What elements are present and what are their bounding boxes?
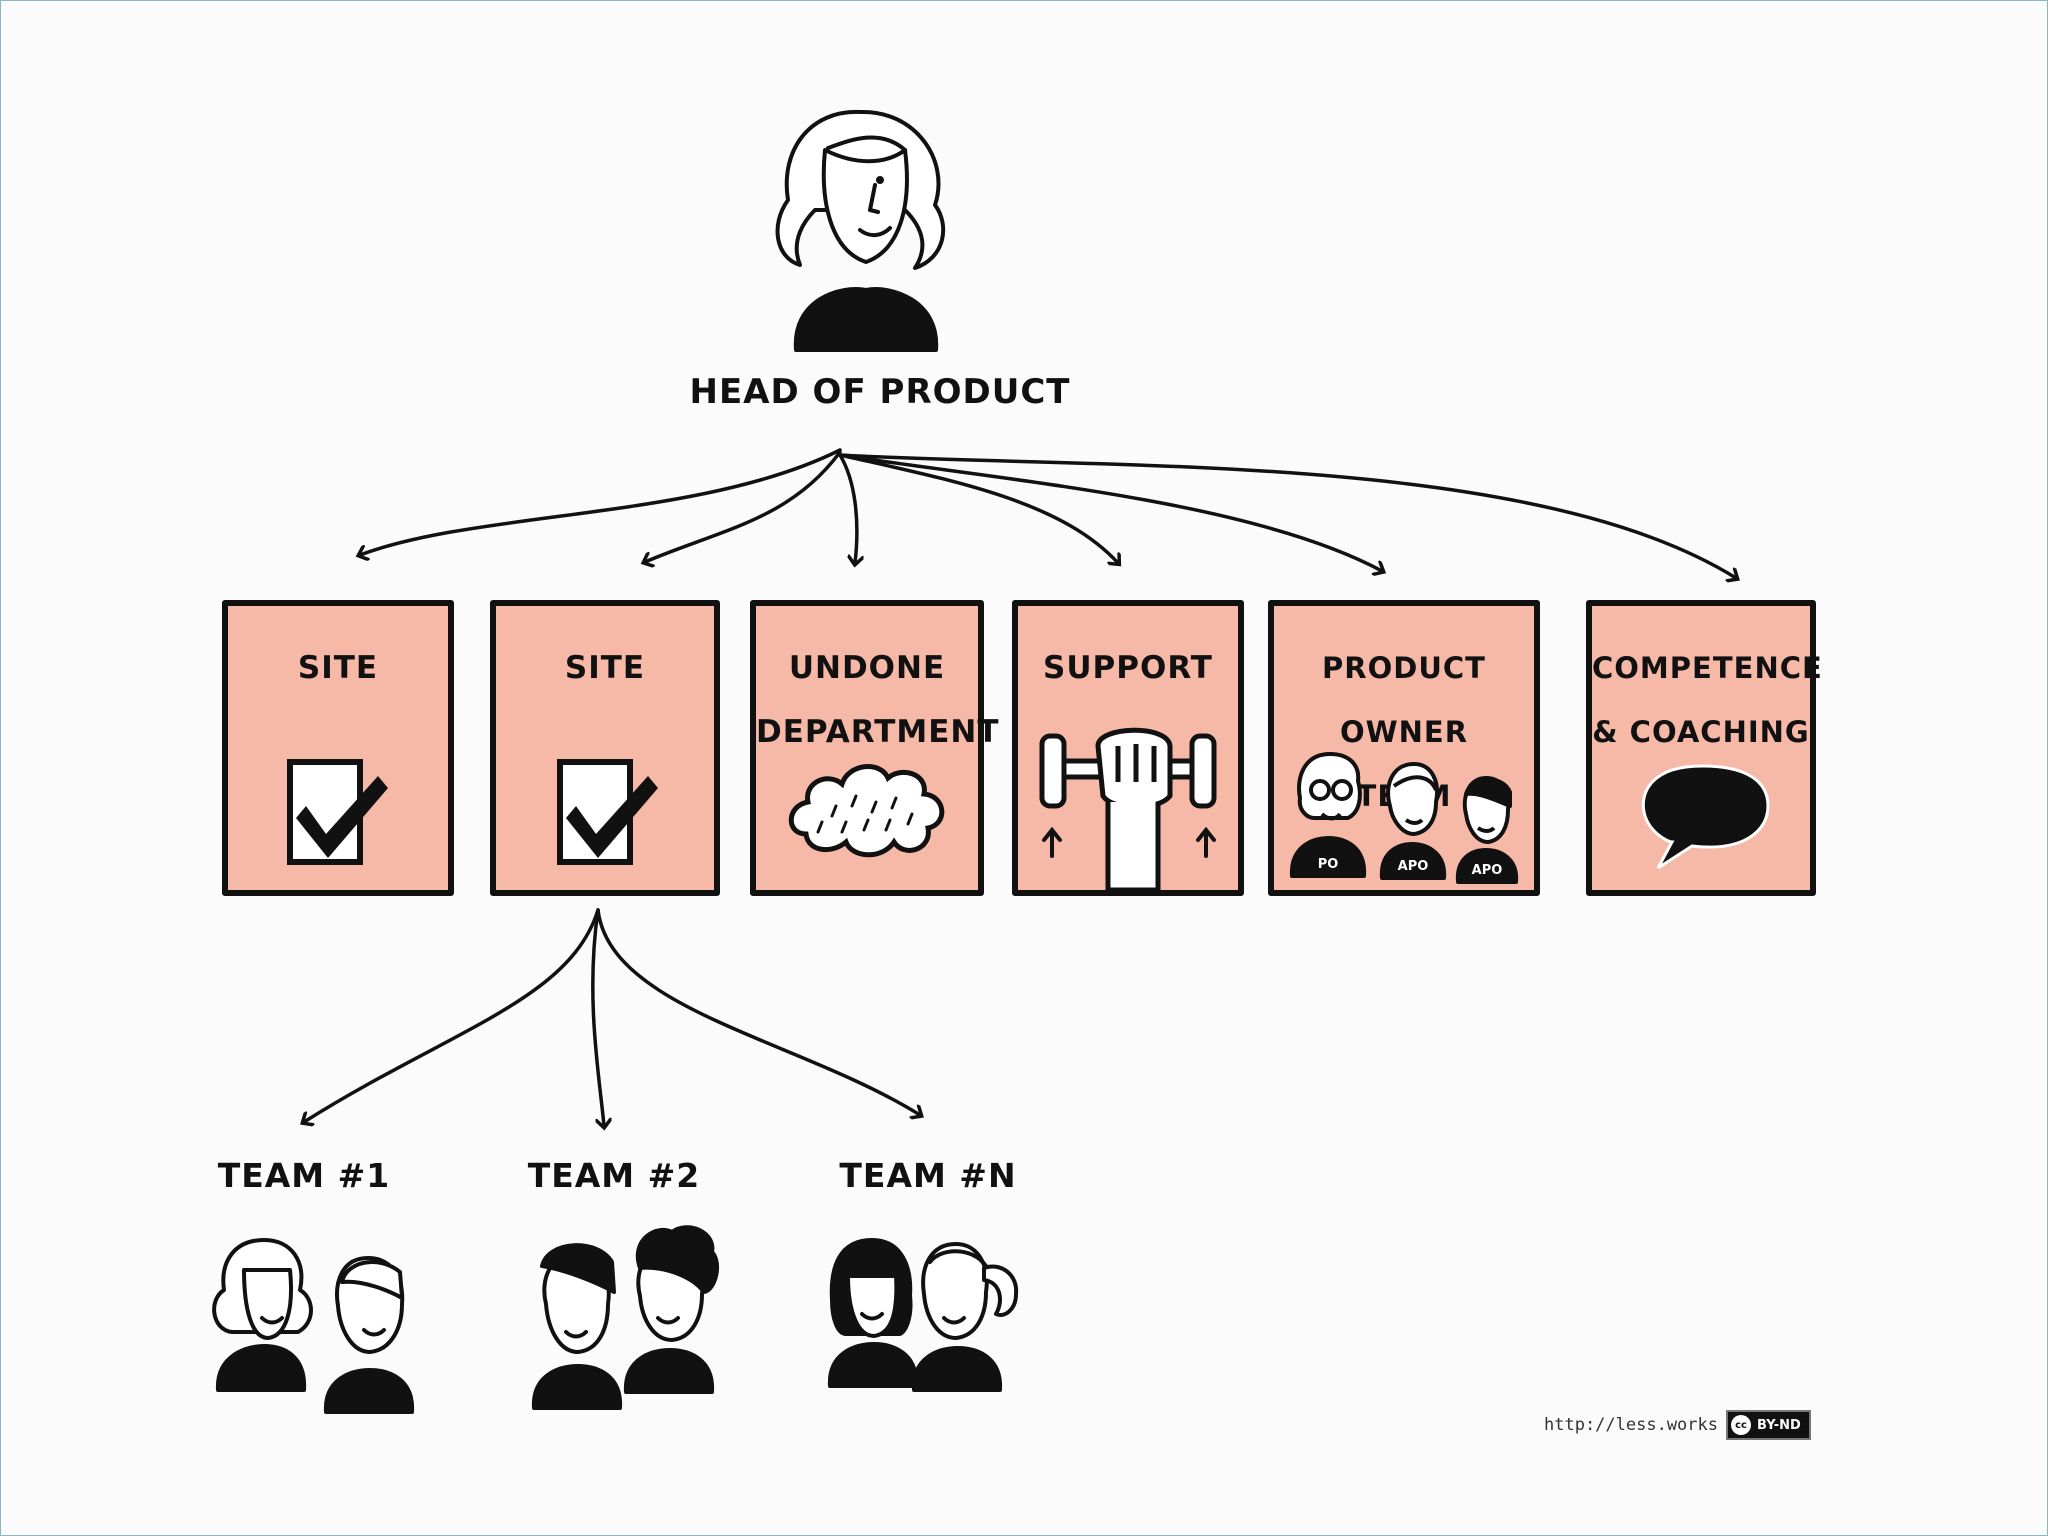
footer-attribution: http://less.works cc BY-ND bbox=[1544, 1408, 1811, 1442]
team-n-member-b bbox=[911, 1242, 1019, 1392]
product-owner-people-icon: PO APO APO bbox=[1289, 752, 1519, 884]
undone-department-box: UNDONE DEPARTMENT bbox=[750, 600, 1000, 896]
team-n-label: TEAM #N bbox=[839, 1156, 1017, 1195]
speech-bubble-icon bbox=[1641, 764, 1770, 870]
product-owner-team-box: PRODUCT OWNER TEAM PO APO APO bbox=[1268, 600, 1540, 896]
site-box-1-title: SITE bbox=[297, 650, 379, 686]
arrow-to-team-1 bbox=[304, 908, 600, 1122]
checkbox-icon bbox=[557, 759, 658, 865]
team-1-member-a bbox=[212, 1238, 313, 1392]
arrow-to-undone-department bbox=[838, 453, 857, 563]
po-badge: PO bbox=[1318, 857, 1339, 872]
rain-cloud-icon bbox=[788, 764, 945, 858]
undone-department-title-line2: DEPARTMENT bbox=[756, 714, 1000, 750]
cc-license-badge[interactable]: cc BY-ND bbox=[1726, 1410, 1811, 1440]
competence-coaching-title-line1: COMPETENCE bbox=[1592, 651, 1823, 685]
arrow-to-site-2 bbox=[645, 450, 842, 562]
site-box-1: SITE bbox=[222, 600, 454, 896]
footer-url[interactable]: http://less.works bbox=[1544, 1415, 1718, 1435]
creative-commons-icon: cc bbox=[1731, 1415, 1751, 1435]
arrow-to-site-1 bbox=[360, 448, 842, 555]
team-2-member-b bbox=[623, 1225, 720, 1394]
arrow-to-support bbox=[838, 453, 1118, 563]
support-title: SUPPORT bbox=[1043, 650, 1213, 686]
arrow-to-product-owner-team bbox=[838, 453, 1382, 571]
apo-badge-2: APO bbox=[1472, 863, 1503, 878]
undone-department-title-line1: UNDONE bbox=[788, 650, 946, 686]
product-owner-team-title-line1: PRODUCT OWNER bbox=[1322, 651, 1486, 749]
license-text: BY-ND bbox=[1757, 1417, 1801, 1433]
team-1-label: TEAM #1 bbox=[217, 1156, 391, 1195]
support-box: SUPPORT bbox=[1012, 600, 1244, 896]
arrow-to-team-n bbox=[596, 908, 920, 1115]
competence-coaching-title-line2: & COACHING bbox=[1592, 715, 1810, 749]
team-1-member-b bbox=[323, 1256, 415, 1414]
competence-coaching-box: COMPETENCE & COACHING bbox=[1586, 600, 1823, 896]
head-of-product-label: HEAD OF PRODUCT bbox=[689, 372, 1071, 412]
site-box-2-title: SITE bbox=[564, 650, 646, 686]
arrow-to-competence-coaching bbox=[838, 453, 1736, 578]
team-2-member-a bbox=[531, 1243, 623, 1410]
team-2-label: TEAM #2 bbox=[527, 1156, 701, 1195]
site-box-2: SITE bbox=[490, 600, 720, 896]
checkbox-icon bbox=[287, 759, 388, 865]
arrow-to-team-2 bbox=[591, 908, 604, 1126]
team-n-member-a bbox=[827, 1238, 919, 1388]
dumbbell-fist-icon bbox=[1039, 727, 1217, 890]
apo-badge-1: APO bbox=[1398, 859, 1429, 874]
